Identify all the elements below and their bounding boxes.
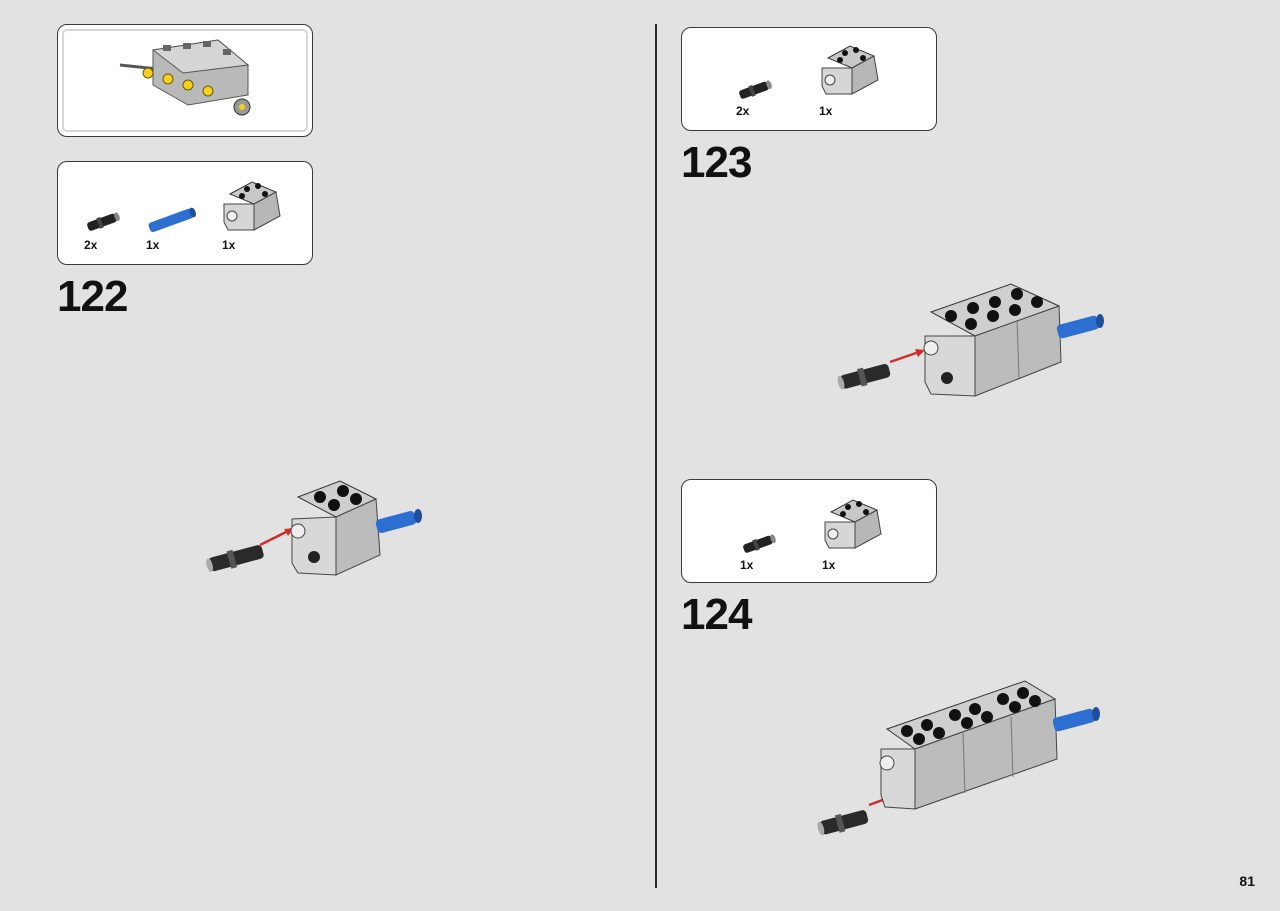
part-quantity: 1x [222, 238, 236, 252]
arrow-icon [259, 529, 289, 547]
friction-pin-icon [739, 80, 772, 99]
step-number: 123 [681, 138, 752, 187]
part-quantity: 2x [736, 104, 750, 118]
friction-pin-icon [87, 212, 120, 231]
parts-list-step-123: 2x 1x [681, 27, 937, 131]
step-122-illustration [206, 480, 422, 576]
step-123-illustration [837, 283, 1104, 397]
friction-pin-icon [817, 810, 869, 836]
blue-axle-pin-icon [1052, 707, 1100, 732]
engine-block-icon [223, 181, 281, 231]
part-quantity: 1x [819, 104, 833, 118]
step-number: 122 [57, 272, 128, 321]
step-124-illustration [817, 680, 1100, 836]
step-number: 124 [681, 590, 752, 639]
parts-list-step-122: 2x 1x 1x [57, 161, 313, 265]
part-quantity: 1x [740, 558, 754, 572]
engine-block-icon [879, 680, 1058, 810]
parts-list-step-124: 1x 1x [681, 479, 937, 583]
page-number: 81 [1239, 873, 1255, 889]
blue-axle-pin-icon [1056, 314, 1104, 339]
arrow-icon [889, 350, 920, 364]
part-quantity: 1x [146, 238, 160, 252]
friction-pin-icon [743, 534, 776, 553]
engine-block-icon [821, 45, 879, 95]
blue-axle-pin-icon [375, 509, 422, 534]
friction-pin-icon [206, 545, 264, 573]
engine-block-icon [290, 480, 381, 576]
part-quantity: 2x [84, 238, 98, 252]
engine-block-icon [824, 499, 882, 549]
engine-assembly-icon [119, 39, 251, 116]
engine-block-icon [923, 283, 1062, 397]
friction-pin-icon [837, 363, 891, 390]
part-quantity: 1x [822, 558, 836, 572]
subassembly-callout [57, 24, 313, 137]
blue-axle-pin-icon [148, 207, 196, 233]
page-divider [655, 24, 657, 888]
